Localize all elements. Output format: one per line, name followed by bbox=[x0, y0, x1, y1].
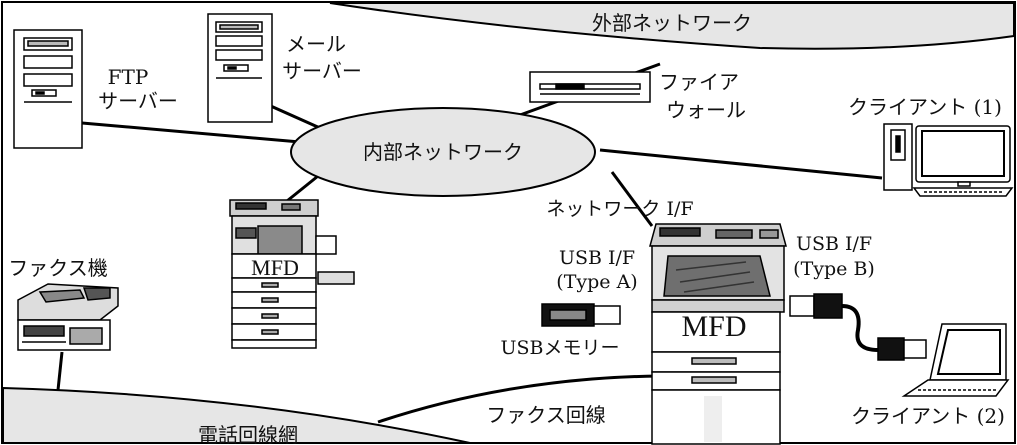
client2-label: クライアント (2) bbox=[851, 404, 1005, 428]
link-fax-phone bbox=[56, 351, 64, 391]
mail-server-label-line1: メール bbox=[286, 32, 346, 56]
mfd-small-label: MFD bbox=[251, 255, 299, 280]
fax-line-path bbox=[377, 374, 659, 424]
mfd-large-icon bbox=[649, 223, 787, 445]
ftp-server-icon bbox=[13, 29, 83, 149]
internal-network-cloud bbox=[290, 107, 596, 197]
client1-desktop-icon bbox=[883, 123, 1014, 197]
connection-lines bbox=[56, 62, 883, 424]
fax-line-label: ファクス回線 bbox=[486, 403, 605, 427]
phone-network-region bbox=[2, 386, 471, 444]
link-ftp-internal bbox=[81, 121, 301, 144]
usb-if-b-label-line2: (Type B) bbox=[793, 258, 875, 280]
fax-machine-icon bbox=[17, 283, 119, 351]
usb-memory-icon bbox=[541, 303, 621, 327]
usb-if-a-label-line1: USB I/F bbox=[559, 247, 635, 269]
mail-server-label-line2: サーバー bbox=[282, 59, 362, 83]
fax-machine-label: ファクス機 bbox=[8, 256, 107, 280]
internal-network-label: 内部ネットワーク bbox=[363, 140, 523, 164]
network-if-label: ネットワーク I/F bbox=[546, 198, 693, 220]
ftp-server-label-line2: サーバー bbox=[98, 89, 178, 113]
external-network-region bbox=[329, 2, 1015, 50]
link-internal-client1 bbox=[599, 148, 883, 180]
mail-server-icon bbox=[207, 13, 273, 123]
usb-if-a-label-line2: (Type A) bbox=[556, 271, 637, 293]
usb-memory-label: USBメモリー bbox=[501, 337, 620, 359]
mfd-large-label: MFD bbox=[681, 310, 746, 343]
ftp-server-label-line1: FTP bbox=[108, 65, 149, 89]
phone-network-label: 電話回線網 bbox=[198, 423, 298, 445]
usb-if-b-label-line1: USB I/F bbox=[796, 233, 872, 255]
link-internal-mfd-large bbox=[610, 171, 654, 227]
client2-laptop-icon bbox=[901, 323, 1010, 397]
firewall-icon bbox=[529, 71, 651, 103]
mfd-small-icon bbox=[229, 199, 355, 349]
firewall-label-line2: ウォール bbox=[666, 98, 746, 122]
firewall-label-line1: ファイア bbox=[659, 70, 739, 94]
external-network-label: 外部ネットワーク bbox=[592, 11, 752, 35]
client1-label: クライアント (1) bbox=[848, 95, 1002, 119]
usb-type-b-cable bbox=[789, 293, 927, 361]
